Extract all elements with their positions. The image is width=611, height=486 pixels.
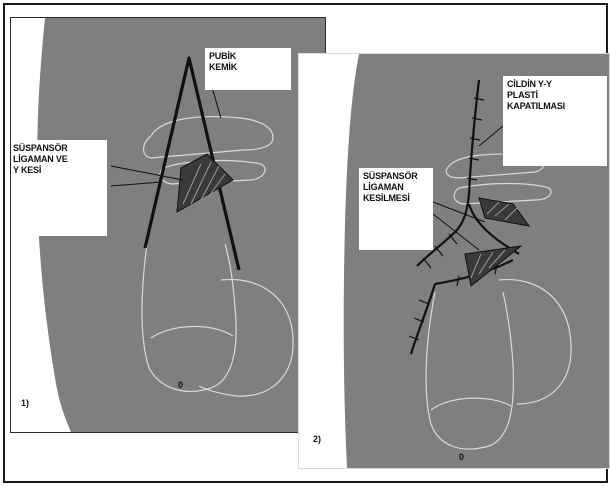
ligament-cut-label: SÜSPANSÖR LİGAMAN KESİLMESİ (359, 168, 433, 250)
panel-2-number: 2) (313, 434, 321, 444)
panel-1-scrotum (199, 280, 293, 397)
panel-2-ligament-upper (479, 198, 529, 226)
panel-1-leader-ligament (111, 166, 183, 180)
panel-1-penis-outline (142, 244, 236, 391)
panel-2-glans-mark: 0 (459, 452, 464, 462)
panel-2-glans (431, 398, 511, 410)
pubic-bone-label: PUBİK KEMİK (205, 48, 291, 90)
ligament-y-incision-label: SÜSPANSÖR LİGAMAN VE Y KESİ (10, 140, 107, 236)
panel-2-leader-closure (479, 126, 503, 146)
panel-1-number: 1) (21, 398, 29, 408)
panel-1-glans (151, 326, 233, 338)
skin-y-y-closure-label: CİLDİN Y-Y PLASTİ KAPATILMASI (503, 76, 607, 166)
panel-2-skin-edge (299, 54, 359, 468)
panel-2-penis-outline (426, 292, 513, 449)
panel-1: PUBİK KEMİK SÜSPANSÖR LİGAMAN VE Y KESİ … (10, 17, 326, 433)
panel-2-scrotum (499, 280, 571, 404)
panel-2-leader-ligament (433, 202, 485, 222)
panel-1-glans-mark: 0 (178, 380, 183, 390)
panel-2: CİLDİN Y-Y PLASTİ KAPATILMASI SÜSPANSÖR … (298, 53, 610, 469)
panel-2-lower-incision-2 (411, 284, 435, 354)
panel-1-leader-ligament-2 (111, 182, 161, 186)
